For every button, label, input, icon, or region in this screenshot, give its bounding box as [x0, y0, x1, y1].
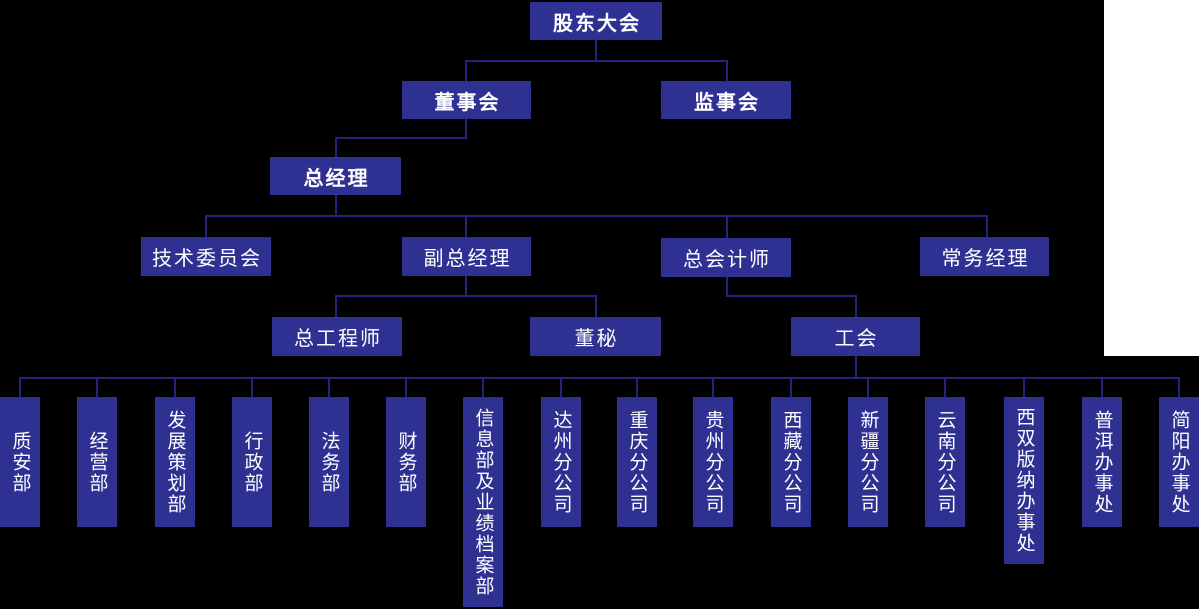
node-chief-engineer: 总工程师	[272, 317, 402, 356]
connector-line	[96, 377, 98, 397]
branch-dazhou: 达州分公司	[541, 397, 581, 527]
connector-line	[726, 295, 857, 297]
connector-line	[726, 215, 728, 238]
connector-line	[335, 137, 467, 139]
branch-xinjiang: 新疆分公司	[848, 397, 888, 527]
node-deputy-general-manager: 副总经理	[402, 237, 531, 276]
dept-development-planning: 发展策划部	[155, 397, 195, 527]
dept-finance: 财务部	[386, 397, 426, 527]
dept-legal: 法务部	[309, 397, 349, 527]
dept-information-records: 信息部及业绩档案部	[463, 397, 503, 607]
node-general-manager: 总经理	[270, 157, 401, 195]
connector-line	[405, 377, 407, 397]
dept-administration: 行政部	[232, 397, 272, 527]
connector-line	[790, 377, 792, 397]
connector-line	[636, 377, 638, 397]
connector-line	[174, 377, 176, 397]
connector-line	[19, 377, 21, 397]
node-shareholders-meeting: 股东大会	[530, 2, 662, 40]
connector-line	[595, 295, 597, 317]
connector-line	[855, 295, 857, 317]
connector-line	[726, 60, 728, 81]
white-side-panel	[1104, 0, 1199, 356]
connector-line	[465, 276, 467, 297]
branch-guizhou: 贵州分公司	[693, 397, 733, 527]
office-xishuangbanna: 西双版纳办事处	[1004, 397, 1044, 564]
connector-line	[465, 119, 467, 139]
connector-line	[335, 295, 597, 297]
connector-line	[205, 215, 988, 217]
connector-line	[855, 356, 857, 379]
connector-line	[726, 277, 728, 297]
connector-line	[595, 40, 597, 62]
branch-yunnan: 云南分公司	[925, 397, 965, 527]
office-jianyang: 简阳办事处	[1159, 397, 1199, 527]
node-technical-committee: 技术委员会	[141, 237, 271, 276]
connector-line	[482, 377, 484, 397]
connector-line	[19, 377, 1180, 379]
connector-line	[335, 137, 337, 157]
connector-line	[1023, 377, 1025, 397]
connector-line	[335, 295, 337, 317]
connector-line	[465, 215, 467, 237]
node-labor-union: 工会	[791, 317, 920, 356]
node-chief-accountant: 总会计师	[661, 238, 791, 277]
node-board-secretary: 董秘	[530, 317, 661, 356]
dept-operations: 经营部	[77, 397, 117, 527]
connector-line	[335, 195, 337, 217]
connector-line	[986, 215, 988, 237]
connector-line	[328, 377, 330, 397]
connector-line	[251, 377, 253, 397]
node-supervisory-board: 监事会	[661, 81, 791, 119]
connector-line	[712, 377, 714, 397]
node-executive-manager: 常务经理	[920, 237, 1049, 276]
dept-quality-safety: 质安部	[0, 397, 40, 527]
connector-line	[560, 377, 562, 397]
node-board-of-directors: 董事会	[402, 81, 531, 119]
connector-line	[1178, 377, 1180, 397]
connector-line	[465, 60, 467, 81]
branch-chongqing: 重庆分公司	[617, 397, 657, 527]
connector-line	[944, 377, 946, 397]
connector-line	[1101, 377, 1103, 397]
branch-xizang: 西藏分公司	[771, 397, 811, 527]
connector-line	[465, 60, 728, 62]
connector-line	[205, 215, 207, 237]
connector-line	[867, 377, 869, 397]
office-puer: 普洱办事处	[1082, 397, 1122, 527]
